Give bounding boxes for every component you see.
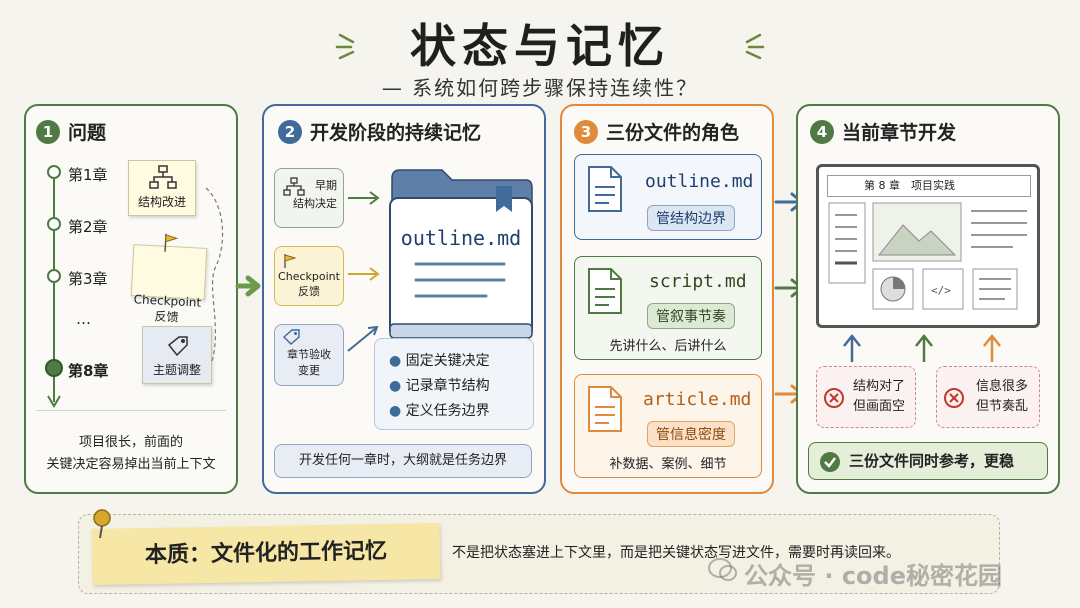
sticky-note: 主题调整 [142,326,212,384]
error-icon [944,388,964,408]
list-item-text: 定义任务边界 [405,403,490,419]
panel-title-text: 问题 [68,122,107,144]
chapter-ellipsis: … [76,310,91,328]
flag-icon [164,233,179,252]
page-title: 状态与记忆 [410,19,670,73]
sparkle-left-icon [335,33,355,60]
screen-content-illustration: </> [828,202,1027,310]
panel-dev-memory: 2 开发阶段的持续记忆 早期 结构决定 Checkpoint 反馈 章节验收 变… [262,104,546,494]
panel-problem: 1 问题 第1章 第2章 第3章 … 第8章 结构改进 Checkpoint 反… [24,104,238,494]
panel-title: 1 问题 [36,118,106,145]
caption-line: 项目很长，前面的 [78,435,183,450]
warning-text: 结构对了 但画面空 [852,379,905,414]
success-banner: 三份文件同时参考，更稳 [808,442,1048,480]
svg-text:</>: </> [931,284,951,297]
note-text: 主题调整 [152,363,201,377]
warning-card: 信息很多 但节奏乱 [936,366,1040,428]
file-name: article.md [643,389,752,410]
up-arrows [843,333,1001,362]
list-item-text: 固定关键决定 [405,353,490,369]
folder-label: outline.md [400,226,522,250]
hierarchy-icon [149,165,177,189]
document-icon [588,386,622,432]
file-role-tag: 管叙事节奏 [647,303,735,329]
file-desc: 先讲什么、后讲什么 [609,339,727,354]
panel-current-chapter: 4 当前章节开发 第 8 章 项目实践 </> [796,104,1060,494]
pushpin-icon [93,509,111,539]
tag-icon [167,336,188,357]
sticky-note: Checkpoint 反馈 [130,233,208,325]
panel-caption: 项目很长，前面的 关键决定容易掉出当前上下文 [26,432,236,476]
document-icon [588,268,622,314]
chapter-label: 第1章 [68,166,108,184]
warning-text: 信息很多 但节奏乱 [975,379,1028,414]
dashed-connector [205,187,224,362]
panel-title: 2 开发阶段的持续记忆 [278,118,481,145]
wechat-logo-icon [708,558,737,581]
input-card: Checkpoint 反馈 [274,246,344,306]
folder-icon [389,169,533,339]
file-card-article: article.md 管信息密度 补数据、案例、细节 [574,374,762,478]
check-circle-icon [820,452,840,472]
step-number-badge: 2 [278,119,302,144]
watermark: 公众号 · code秘密花园 [744,562,1002,590]
list-item-text: 记录章节结构 [405,378,490,394]
panel-footer: 开发任何一章时，大纲就是任务边界 [274,444,532,478]
step-number-badge: 1 [36,119,60,144]
panel-title: 4 当前章节开发 [810,118,956,145]
sparkle-right-icon [745,33,765,60]
note-text: 结构改进 [137,195,186,209]
caption-line: 关键决定容易掉出当前上下文 [46,457,216,472]
card-text: Checkpoint 反馈 [278,270,340,298]
file-role-tag: 管信息密度 [647,421,735,447]
sticky-note: 结构改进 [128,160,196,216]
file-name: outline.md [645,171,754,192]
chapter-label: 第3章 [68,270,108,288]
success-text: 三份文件同时参考，更稳 [849,452,1015,470]
panel-title-text: 三份文件的角色 [606,122,740,144]
note-text: Checkpoint 反馈 [133,292,202,325]
panel-title-text: 当前章节开发 [842,122,957,144]
file-desc: 补数据、案例、细节 [609,457,727,472]
essence-label: 本质：文件化的工作记忆 [144,537,388,569]
list-item: ● 记录章节结构 [389,378,490,394]
document-icon [588,166,622,212]
step-number-badge: 3 [574,119,598,144]
panel-title-text: 开发阶段的持续记忆 [310,122,482,144]
file-card-script: script.md 管叙事节奏 先讲什么、后讲什么 [574,256,762,360]
chapter-label: 第2章 [68,218,108,236]
input-card: 早期 结构决定 [274,168,344,228]
flag-icon [284,254,297,268]
card-text: 章节验收 变更 [287,348,331,377]
input-card: 章节验收 变更 [274,324,344,386]
essence-label-note: 本质：文件化的工作记忆 [91,522,441,586]
hierarchy-icon [283,177,305,196]
input-arrows [347,191,380,352]
screen-header: 第 8 章 项目实践 [827,175,1031,197]
divider [36,410,226,411]
screen-mockup: 第 8 章 项目实践 </> [816,164,1040,328]
card-text: 早期 结构决定 [293,179,337,210]
error-icon [824,388,844,408]
bullet-list: ● 固定关键决定 ● 记录章节结构 ● 定义任务边界 [374,338,534,430]
step-number-badge: 4 [810,119,834,144]
file-role-tag: 管结构边界 [647,205,735,231]
file-name: script.md [649,271,747,292]
list-item: ● 固定关键决定 [389,353,490,369]
arrow-right-icon [235,275,261,297]
essence-text: 不是把状态塞进上下文里，而是把关键状态写进文件，需要时再读回来。 [452,545,900,561]
file-card-outline: outline.md 管结构边界 [574,154,762,240]
panel-three-files: 3 三份文件的角色 outline.md 管结构边界 script.md 管叙事… [560,104,774,494]
page-subtitle: — 系统如何跨步骤保持连续性？ [381,76,699,100]
list-item: ● 定义任务边界 [389,403,490,419]
warning-card: 结构对了 但画面空 [816,366,916,428]
panel-title: 3 三份文件的角色 [574,118,739,145]
chapter-label: 第8章 [68,362,109,380]
timeline-line [45,165,63,408]
tag-icon [282,329,300,345]
